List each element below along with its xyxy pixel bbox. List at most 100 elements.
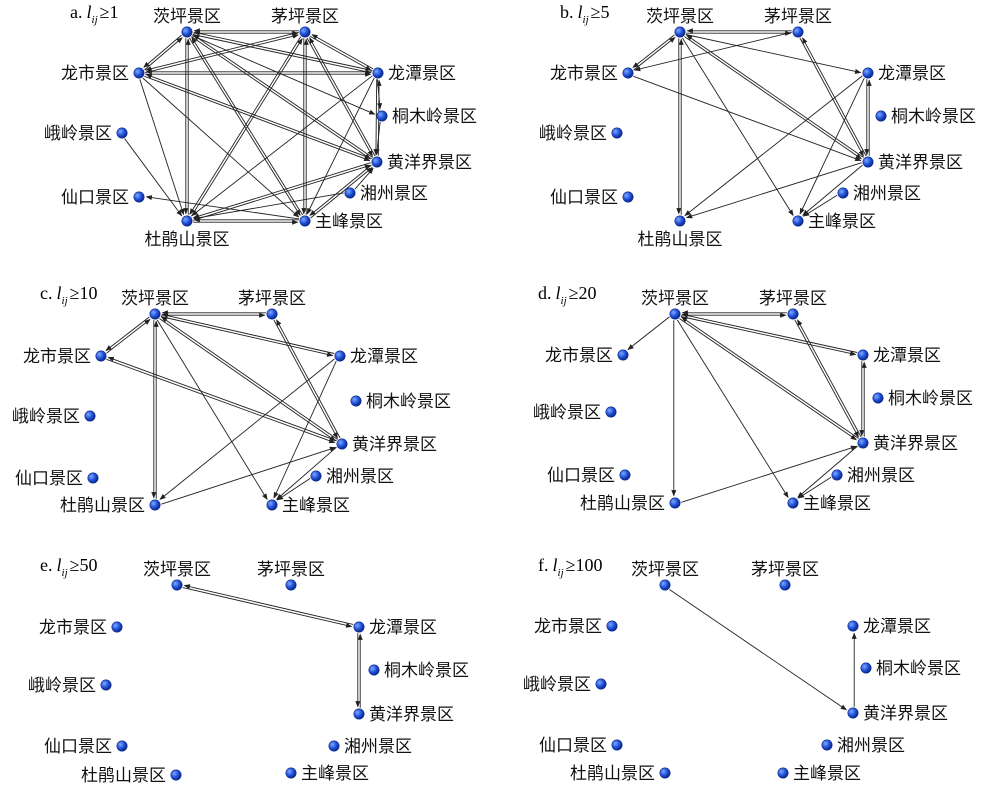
edge-mp-to-hy <box>273 319 338 439</box>
panel-d-edges <box>627 310 867 503</box>
node-label-ls: 龙市景区 <box>39 618 107 638</box>
edge-ls-to-hy <box>633 75 862 162</box>
node-label-dp: 杜鹃山景区 <box>81 766 166 786</box>
node-mp <box>779 579 791 591</box>
node-tm <box>376 110 388 122</box>
edge-cp-to-hy <box>191 36 371 160</box>
panel-d: d.lij≥20 茨坪景区茅坪景区龙潭景区桐木岭景区黄洋界景区湘州景区主峰景区杜… <box>533 283 973 514</box>
edge-mp-to-ls <box>634 31 792 72</box>
panel-c-edges <box>105 310 341 505</box>
node-label-cp: 茨坪景区 <box>143 560 211 580</box>
node-lt <box>334 350 346 362</box>
edge-cp-to-zf <box>681 37 794 217</box>
node-mp <box>787 308 799 320</box>
panel-c-prefix: c. <box>40 283 53 303</box>
node-label-ls: 龙市景区 <box>550 64 618 84</box>
node-label-xk: 仙口景区 <box>547 466 615 486</box>
panel-b-prefix: b. <box>560 2 574 22</box>
edge-hy-to-cp <box>161 316 338 440</box>
node-label-dp: 杜鹃山景区 <box>145 230 230 250</box>
panel-d-sub: ij <box>561 295 567 307</box>
panel-f-nodes: 茨坪景区茅坪景区龙潭景区桐木岭景区黄洋界景区湘州景区主峰景区杜鹃山景区仙口景区峨… <box>523 560 961 784</box>
node-label-cp: 茨坪景区 <box>646 7 714 27</box>
edge-zf-to-hy <box>310 167 373 219</box>
panel-e-prefix: e. <box>40 555 53 575</box>
edge-tm-to-hy <box>374 121 381 156</box>
node-label-xz: 湘州景区 <box>837 736 905 756</box>
panel-b-edges <box>632 28 872 219</box>
edge-lt-to-zf <box>799 77 865 215</box>
node-label-hy: 黄洋界景区 <box>878 153 963 173</box>
node-label-mp: 茅坪景区 <box>257 560 325 580</box>
node-label-xz: 湘州景区 <box>326 467 394 487</box>
node-label-mp: 茅坪景区 <box>759 289 827 309</box>
edge-cp-to-lt <box>182 587 353 628</box>
edge-ls-to-hy <box>106 358 336 444</box>
panel-d-l: l <box>556 283 561 303</box>
edge-lt-to-dp <box>684 75 863 216</box>
panel-d-prefix: d. <box>538 283 552 303</box>
node-label-dp: 杜鹃山景区 <box>580 494 665 514</box>
edge-cp-to-tm <box>192 35 376 115</box>
node-label-tm: 桐木岭景区 <box>392 107 477 127</box>
node-label-xz: 湘州景区 <box>360 184 428 204</box>
edge-hy-to-dp <box>192 162 371 219</box>
edge-hy-to-mp <box>276 319 341 439</box>
node-label-tm: 桐木岭景区 <box>366 392 451 412</box>
node-el <box>100 679 112 691</box>
node-label-zf: 主峰景区 <box>808 212 876 232</box>
edge-ls-to-cp <box>106 319 151 354</box>
node-label-dp: 杜鹃山景区 <box>60 496 145 516</box>
panel-d-nodes: 茨坪景区茅坪景区龙潭景区桐木岭景区黄洋界景区湘州景区主峰景区杜鹃山景区仙口景区峨… <box>533 289 973 514</box>
node-zf <box>787 497 799 509</box>
edge-dp-to-hy <box>681 445 858 503</box>
node-label-tm: 桐木岭景区 <box>891 107 976 127</box>
edge-cp-to-hy <box>159 318 336 442</box>
node-lt <box>847 620 859 632</box>
edge-cp-to-ls <box>105 316 150 351</box>
node-dp <box>674 215 686 227</box>
node-label-lt: 龙潭景区 <box>863 617 931 637</box>
node-dp <box>170 769 182 781</box>
panel-f-title: f.lij≥100 <box>538 555 603 579</box>
panel-f-sub: ij <box>558 567 564 579</box>
node-tm <box>875 110 887 122</box>
panel-f-l: l <box>553 555 558 575</box>
node-label-hy: 黄洋界景区 <box>873 434 958 454</box>
edge-mp-to-hy <box>306 37 373 157</box>
panel-e: e.lij≥50 茨坪景区茅坪景区龙潭景区桐木岭景区黄洋界景区湘州景区主峰景区杜… <box>28 555 469 786</box>
panel-f-prefix: f. <box>538 555 549 575</box>
node-label-el: 峨岭景区 <box>44 124 112 144</box>
node-zf <box>285 767 297 779</box>
edge-cp-to-hy <box>684 36 862 160</box>
node-mp <box>792 26 804 38</box>
edge-xz-to-hy <box>354 167 374 190</box>
edge-hy-to-cp <box>193 34 373 158</box>
node-cp <box>674 26 686 38</box>
edge-hy-to-mp <box>797 319 862 438</box>
node-label-cp: 茨坪景区 <box>153 7 221 27</box>
node-label-el: 峨岭景区 <box>533 403 601 423</box>
panel-b-l: l <box>578 2 583 22</box>
node-cp <box>181 26 193 38</box>
panel-f-edges <box>669 589 857 711</box>
node-label-zf: 主峰景区 <box>301 764 369 784</box>
edge-lt-to-cp <box>161 313 335 354</box>
edge-lt-to-zf <box>306 77 375 215</box>
node-label-zf: 主峰景区 <box>803 494 871 514</box>
node-label-ls: 龙市景区 <box>23 347 91 367</box>
edge-lt-to-tm <box>376 79 383 110</box>
panel-c-nodes: 茨坪景区茅坪景区龙潭景区桐木岭景区黄洋界景区湘州景区主峰景区杜鹃山景区仙口景区峨… <box>12 289 451 516</box>
node-xz <box>328 740 340 752</box>
panel-c-title: c.lij≥10 <box>40 283 98 307</box>
node-ls <box>95 350 107 362</box>
edge-xz-to-dp <box>193 192 344 221</box>
panel-f: f.lij≥100 茨坪景区茅坪景区龙潭景区桐木岭景区黄洋界景区湘州景区主峰景区… <box>523 555 961 784</box>
node-label-mp: 茅坪景区 <box>238 289 306 309</box>
edge-lt-to-cp <box>681 313 858 353</box>
node-dp <box>659 767 671 779</box>
node-label-xz: 湘州景区 <box>847 466 915 486</box>
node-el <box>116 127 128 139</box>
node-xk <box>622 191 634 203</box>
